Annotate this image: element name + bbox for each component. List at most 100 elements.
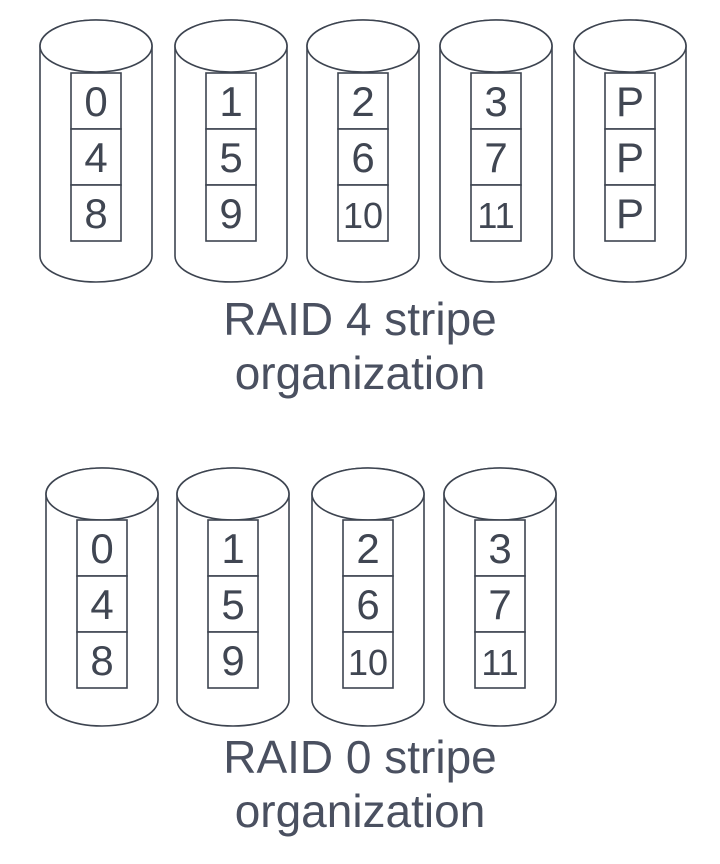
raid0-caption-line-1: RAID 0 stripe — [223, 731, 497, 783]
block-outline — [474, 519, 526, 577]
stripe-block: 10 — [337, 184, 389, 242]
stripe-block: 5 — [207, 575, 259, 633]
disk-cylinder-top — [174, 19, 288, 73]
stripe-block: 6 — [337, 128, 389, 186]
disk-cylinder-top — [45, 467, 159, 521]
stripe-block: 9 — [207, 631, 259, 689]
stripe-block: 4 — [76, 575, 128, 633]
block-label: 8 — [90, 637, 113, 684]
block-label: 3 — [488, 525, 511, 572]
raid0-disk-3: 3 7 11 — [443, 467, 557, 727]
block-outline — [604, 72, 656, 130]
stripe-block: P — [604, 184, 656, 242]
disk-cylinder-top — [176, 467, 290, 521]
block-label: 7 — [484, 134, 507, 181]
disk-cylinder-top — [39, 19, 153, 73]
disk-cylinder-top — [573, 19, 687, 73]
block-label: 8 — [84, 190, 107, 237]
stripe-block: 3 — [470, 72, 522, 130]
stripe-block: 11 — [474, 631, 526, 689]
block-outline — [604, 184, 656, 242]
disk-cylinder-top — [443, 467, 557, 521]
block-label: 0 — [84, 78, 107, 125]
block-outline — [205, 184, 257, 242]
block-label: 2 — [351, 78, 374, 125]
block-outline — [470, 128, 522, 186]
block-outline — [470, 184, 522, 242]
raid0-disk-1: 1 5 9 — [176, 467, 290, 727]
block-outline — [70, 184, 122, 242]
block-outline — [604, 128, 656, 186]
block-outline — [342, 631, 394, 689]
block-label: 7 — [488, 581, 511, 628]
raid0-disk-0: 0 4 8 — [45, 467, 159, 727]
stripe-block: P — [604, 72, 656, 130]
block-outline — [76, 519, 128, 577]
block-label: 0 — [90, 525, 113, 572]
stripe-block: 1 — [207, 519, 259, 577]
block-outline — [205, 128, 257, 186]
block-outline — [337, 184, 389, 242]
block-label: 11 — [481, 642, 518, 683]
raid4-caption-line-1: RAID 4 stripe — [223, 293, 497, 345]
block-label: 4 — [90, 581, 113, 628]
raid4-caption-line-2: organization — [234, 347, 486, 399]
block-label: 3 — [484, 78, 507, 125]
raid4-disk-4: PPP — [573, 19, 687, 283]
block-label: 10 — [343, 195, 383, 236]
block-label: P — [616, 190, 644, 237]
stripe-block: 0 — [70, 72, 122, 130]
stripe-block: 9 — [205, 184, 257, 242]
block-label: 5 — [219, 134, 242, 181]
block-label: 10 — [348, 642, 388, 683]
raid0-caption: RAID 0 stripe organization — [0, 730, 720, 838]
stripe-block: 6 — [342, 575, 394, 633]
stripe-block: 1 — [205, 72, 257, 130]
disk-cylinder-top — [439, 19, 553, 73]
stripe-block: 4 — [70, 128, 122, 186]
raid0-caption-line-2: organization — [234, 785, 486, 837]
block-label: 6 — [356, 581, 379, 628]
block-outline — [342, 575, 394, 633]
stripe-block: P — [604, 128, 656, 186]
stripe-block: 2 — [337, 72, 389, 130]
block-label: 11 — [477, 195, 514, 236]
block-label: 2 — [356, 525, 379, 572]
block-label: 4 — [84, 134, 107, 181]
stripe-block: 0 — [76, 519, 128, 577]
raid4-disk-0: 0 4 8 — [39, 19, 153, 283]
stripe-block: 7 — [474, 575, 526, 633]
block-outline — [337, 72, 389, 130]
stripe-block: 10 — [342, 631, 394, 689]
stripe-block: 3 — [474, 519, 526, 577]
raid0-disk-array: 0 4 8 1 5 9 2 6 10 3 7 11 — [45, 467, 557, 727]
block-outline — [70, 128, 122, 186]
raid4-caption: RAID 4 stripe organization — [0, 292, 720, 400]
block-label: P — [616, 78, 644, 125]
block-outline — [207, 631, 259, 689]
block-label: 5 — [221, 581, 244, 628]
raid4-disk-1: 1 5 9 — [174, 19, 288, 283]
block-label: 9 — [219, 190, 242, 237]
stripe-block: 8 — [76, 631, 128, 689]
block-outline — [76, 631, 128, 689]
block-label: P — [616, 134, 644, 181]
stripe-block: 5 — [205, 128, 257, 186]
stripe-block: 8 — [70, 184, 122, 242]
raid0-disk-2: 2 6 10 — [311, 467, 425, 727]
block-outline — [470, 72, 522, 130]
block-outline — [474, 631, 526, 689]
raid4-disk-2: 2 6 10 — [306, 19, 420, 283]
disk-cylinder-top — [306, 19, 420, 73]
block-label: 6 — [351, 134, 374, 181]
block-label: 9 — [221, 637, 244, 684]
disk-cylinder-top — [311, 467, 425, 521]
stripe-block: 7 — [470, 128, 522, 186]
raid4-disk-3: 3 7 11 — [439, 19, 553, 283]
stripe-block: 11 — [470, 184, 522, 242]
block-label: 1 — [219, 78, 242, 125]
block-label: 1 — [221, 525, 244, 572]
stripe-block: 2 — [342, 519, 394, 577]
